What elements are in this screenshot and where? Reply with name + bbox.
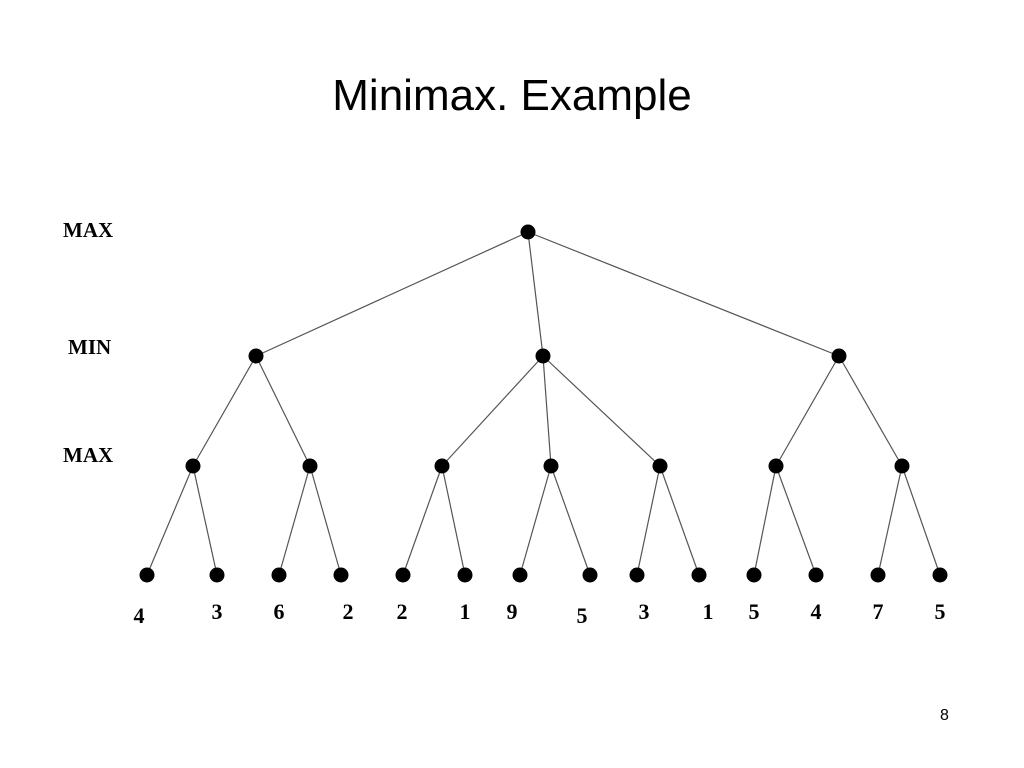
edge-min-1-to-max-2 bbox=[441, 355, 544, 467]
edge-root-to-min-0 bbox=[255, 231, 529, 357]
tree-node-max-6 bbox=[894, 458, 910, 474]
tree-nodes bbox=[139, 224, 948, 583]
edge-min-2-to-max-5 bbox=[775, 355, 840, 467]
edge-max-5-to-leaf-11 bbox=[775, 465, 817, 576]
tree-node-leaf-2 bbox=[271, 567, 287, 583]
leaf-value-label: 4 bbox=[810, 599, 822, 624]
tree-node-max-0 bbox=[185, 458, 201, 474]
tree-node-leaf-0 bbox=[139, 567, 155, 583]
edge-root-to-min-1 bbox=[527, 231, 544, 357]
edge-min-1-to-max-4 bbox=[542, 355, 661, 467]
edge-max-2-to-leaf-5 bbox=[441, 465, 466, 576]
tree-node-leaf-3 bbox=[333, 567, 349, 583]
tree-node-leaf-6 bbox=[512, 567, 528, 583]
edge-root-to-min-2 bbox=[527, 231, 840, 357]
edge-min-0-to-max-1 bbox=[255, 355, 311, 467]
tree-node-leaf-12 bbox=[870, 567, 886, 583]
edge-min-2-to-max-6 bbox=[838, 355, 903, 467]
edge-max-6-to-leaf-12 bbox=[877, 465, 903, 576]
edge-max-6-to-leaf-13 bbox=[901, 465, 941, 576]
leaf-value-label: 2 bbox=[342, 599, 354, 624]
tree-node-leaf-7 bbox=[582, 567, 598, 583]
edge-max-3-to-leaf-6 bbox=[519, 465, 552, 576]
tree-node-max-5 bbox=[768, 458, 784, 474]
tree-edges bbox=[146, 231, 941, 576]
tree-node-min-1 bbox=[535, 348, 551, 364]
edge-max-5-to-leaf-10 bbox=[753, 465, 777, 576]
slide-title: Minimax. Example bbox=[332, 71, 692, 120]
tree-node-max-2 bbox=[434, 458, 450, 474]
edge-min-1-to-max-3 bbox=[542, 355, 552, 467]
level-label-max-root: MAX bbox=[63, 218, 114, 242]
tree-node-max-3 bbox=[543, 458, 559, 474]
tree-node-leaf-13 bbox=[932, 567, 948, 583]
edge-max-0-to-leaf-0 bbox=[146, 465, 194, 576]
edge-max-1-to-leaf-3 bbox=[309, 465, 342, 576]
edge-min-0-to-max-0 bbox=[192, 355, 257, 467]
page-number: 8 bbox=[940, 707, 949, 724]
tree-node-leaf-5 bbox=[457, 567, 473, 583]
tree-node-min-0 bbox=[248, 348, 264, 364]
edge-max-4-to-leaf-9 bbox=[659, 465, 700, 576]
edge-max-4-to-leaf-8 bbox=[636, 465, 661, 576]
tree-node-max-1 bbox=[302, 458, 318, 474]
leaf-value-label: 7 bbox=[872, 599, 884, 624]
leaf-value-label: 5 bbox=[934, 599, 946, 624]
leaf-value-label: 6 bbox=[273, 599, 285, 624]
tree-node-leaf-10 bbox=[746, 567, 762, 583]
tree-node-leaf-4 bbox=[395, 567, 411, 583]
edge-max-1-to-leaf-2 bbox=[278, 465, 311, 576]
leaf-value-label: 9 bbox=[506, 599, 518, 624]
tree-node-max-4 bbox=[652, 458, 668, 474]
leaf-value-label: 1 bbox=[702, 599, 714, 624]
tree-node-leaf-1 bbox=[209, 567, 225, 583]
leaf-value-label: 5 bbox=[576, 603, 588, 628]
tree-node-leaf-11 bbox=[808, 567, 824, 583]
edge-max-3-to-leaf-7 bbox=[550, 465, 591, 576]
tree-node-leaf-9 bbox=[691, 567, 707, 583]
edge-max-0-to-leaf-1 bbox=[192, 465, 218, 576]
leaf-value-label: 1 bbox=[459, 599, 471, 624]
tree-node-root-max bbox=[520, 224, 536, 240]
leaf-value-label: 3 bbox=[211, 599, 223, 624]
leaf-value-label: 2 bbox=[396, 599, 408, 624]
level-label-max-lower: MAX bbox=[63, 443, 114, 467]
tree-node-leaf-8 bbox=[629, 567, 645, 583]
leaf-value-label: 4 bbox=[133, 603, 145, 628]
tree-node-min-2 bbox=[831, 348, 847, 364]
edge-max-2-to-leaf-4 bbox=[402, 465, 443, 576]
leaf-value-label: 5 bbox=[748, 599, 760, 624]
level-label-min: MIN bbox=[68, 335, 112, 359]
leaf-value-label: 3 bbox=[638, 599, 650, 624]
